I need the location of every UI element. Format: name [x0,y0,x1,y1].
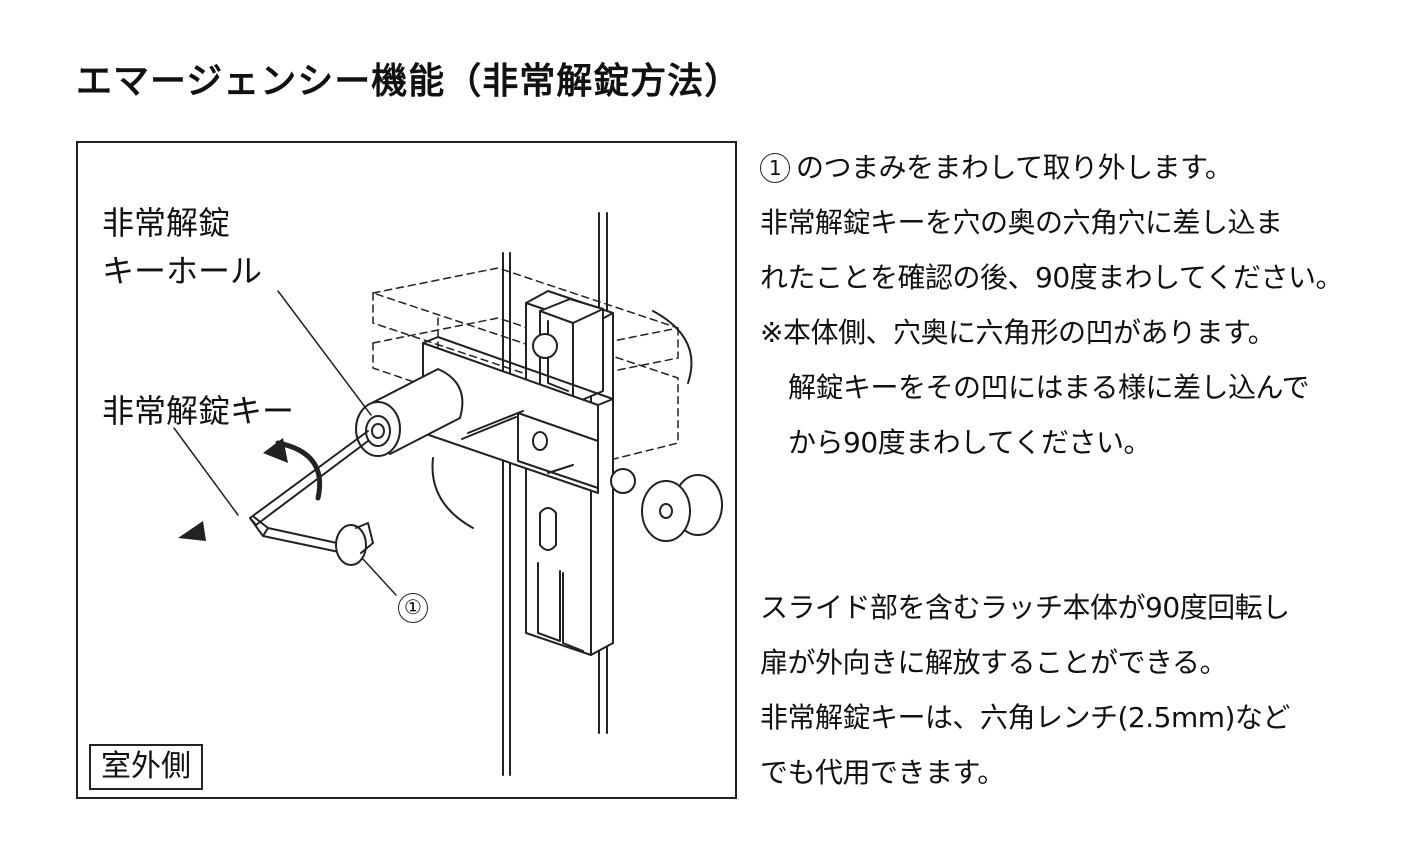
instruction-line: でも代用できます。 [760,756,1005,789]
instruction-line: 非常解錠キーを穴の奥の六角穴に差し込ま [760,206,1283,239]
lock-mechanism-drawing [173,212,723,776]
step-number-badge: 1 [760,153,790,183]
part-number-badge: ① [398,593,428,623]
instruction-line: スライド部を含むラッチ本体が90度回転し [760,591,1290,624]
emergency-unlock-illustration: 非常解錠 キーホール 非常解錠キー ① 室外側 [76,141,737,799]
instruction-line: ※本体側、穴奥に六角形の凹があります。 [760,316,1276,349]
note-line: から90度まわしてください。 [788,426,1151,459]
key-label: 非常解錠キー [102,392,295,430]
keyhole-label-line2: キーホール [102,252,263,290]
outdoor-side-label: 室外側 [89,744,203,790]
keyhole-label-line1: 非常解錠 [102,204,231,242]
page-title: エマージェンシー機能（非常解錠方法） [76,61,742,102]
instruction-line: 非常解錠キーは、六角レンチ(2.5mm)など [760,701,1290,734]
note-line: 解錠キーをその凹にはまる様に差し込んで [788,371,1310,404]
instruction-line: れたことを確認の後、90度まわしてください。 [760,261,1343,294]
instruction-line: 扉が外向きに解放することができる。 [760,646,1227,679]
